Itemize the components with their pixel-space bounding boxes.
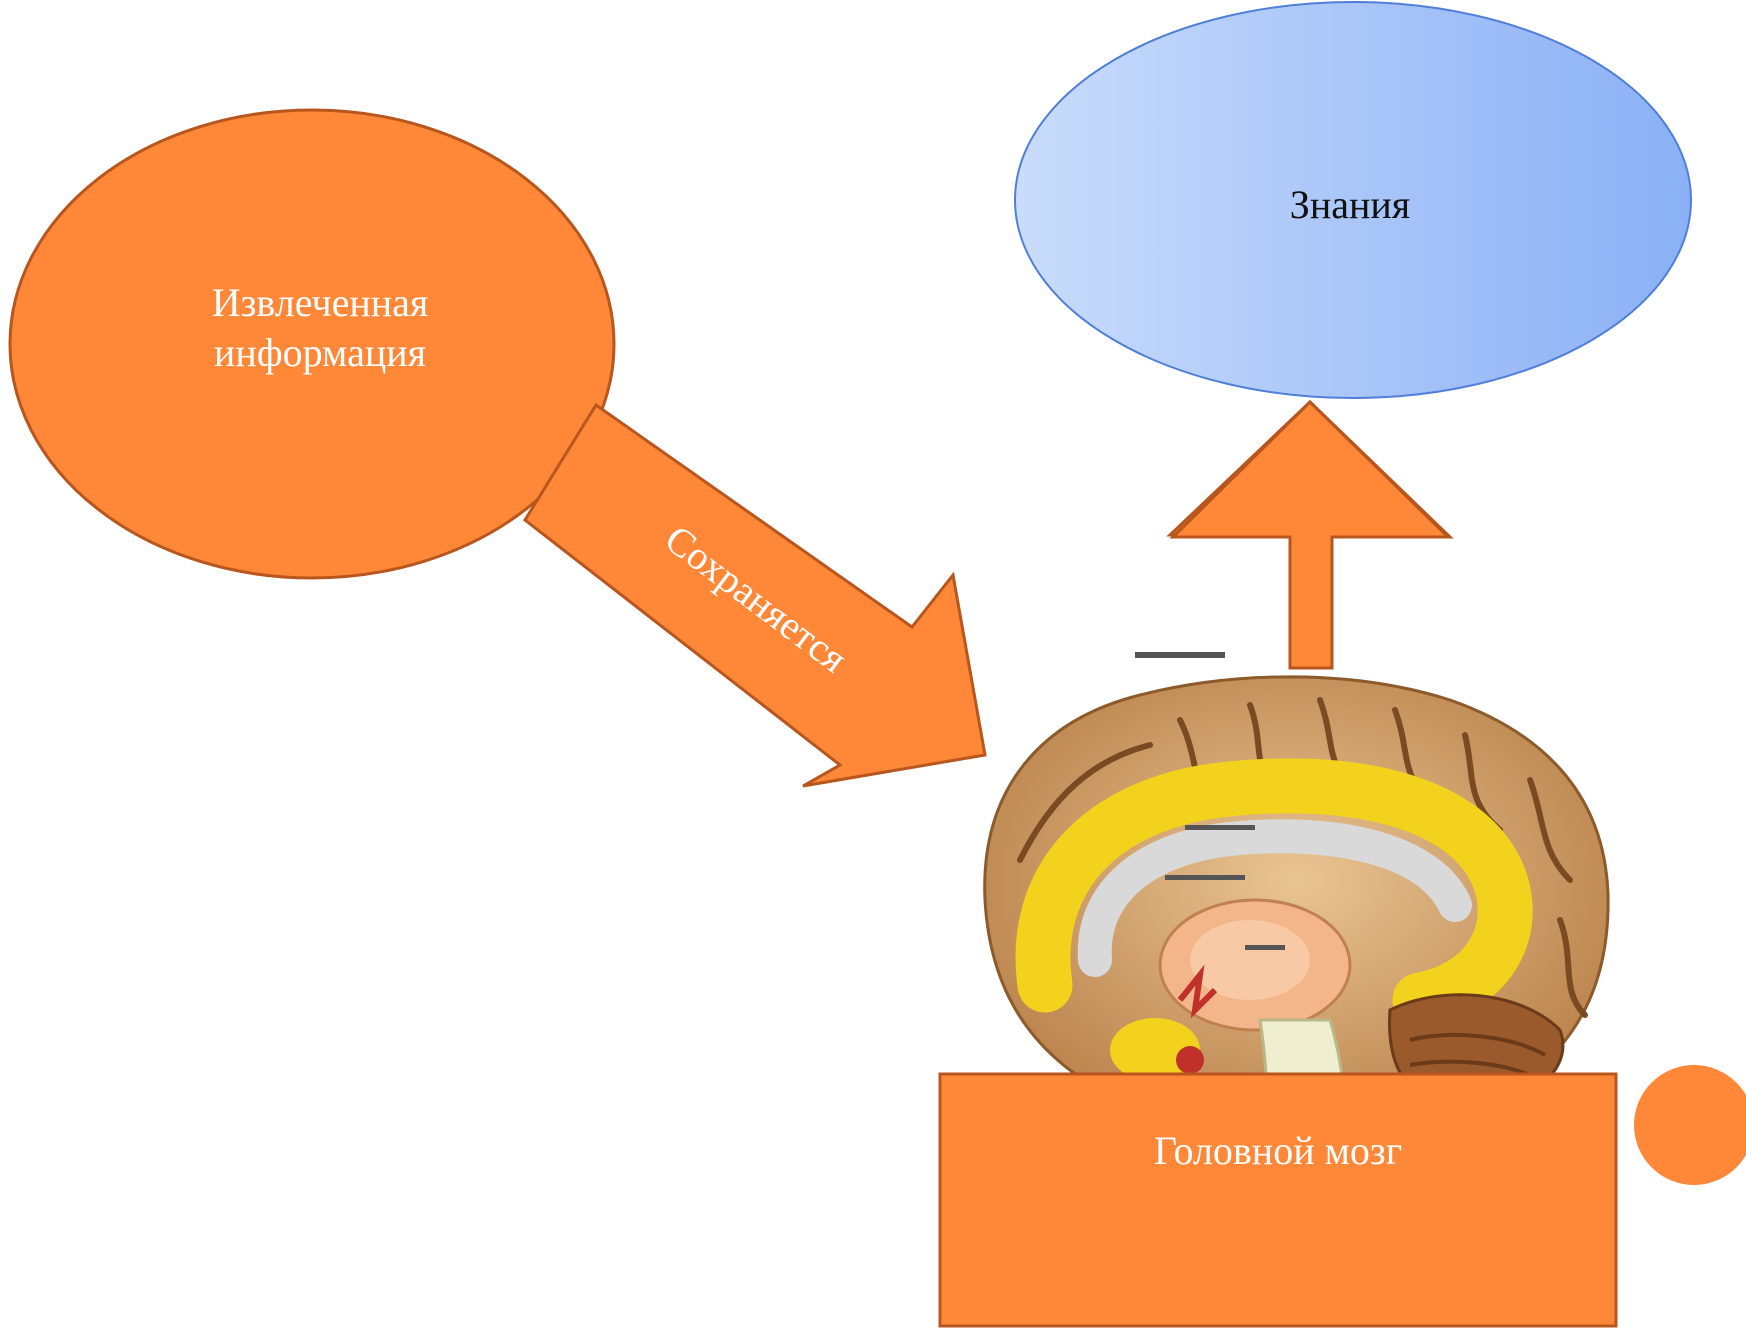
extracted-info-label: Извлеченная информация <box>211 280 429 375</box>
knowledge-node <box>1014 1 1692 399</box>
saved-arrow <box>523 402 987 788</box>
knowledge-label: Знания <box>1289 182 1411 227</box>
extracted-info-node <box>8 108 616 580</box>
brain-node <box>938 1072 1618 1328</box>
brain-label: Головной мозг <box>1153 1128 1403 1173</box>
decorative-circle <box>1634 1065 1746 1185</box>
brain-illustration <box>983 652 1610 1177</box>
